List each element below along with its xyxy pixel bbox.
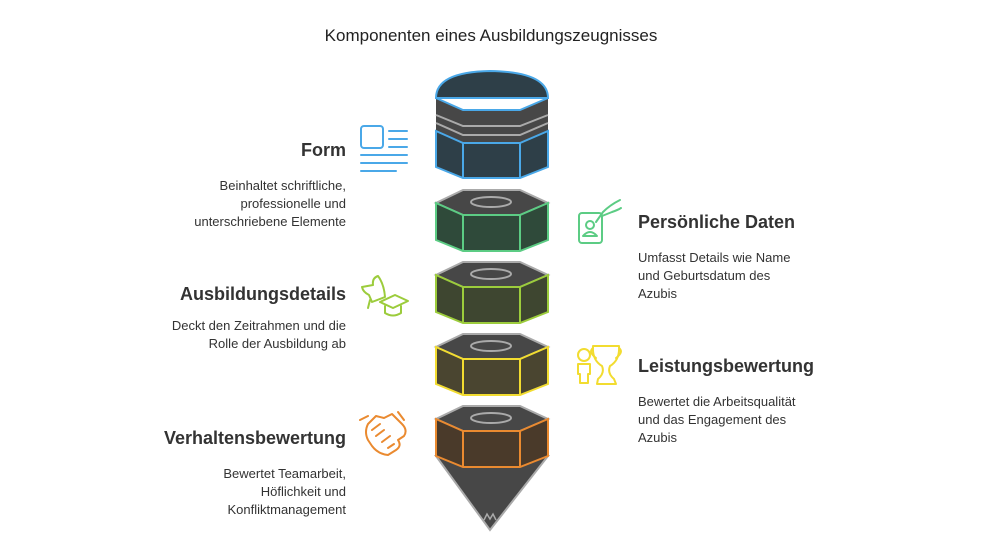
cap-form [434, 69, 550, 179]
handshake-icon [359, 411, 407, 456]
item-heading: Verhaltensbewertung [164, 428, 346, 448]
item-form: Form Beinhaltet schriftliche, profession… [194, 140, 346, 229]
id-card-icon [578, 199, 622, 244]
nut-performance [433, 333, 551, 396]
item-training-details: Ausbildungsdetails Deckt den Zeitrahmen … [172, 284, 346, 351]
item-personal-data: Persönliche Daten Umfasst Details wie Na… [638, 212, 795, 301]
trophy-icon [577, 345, 622, 385]
item-desc-line: Umfasst Details wie Name [638, 250, 790, 265]
nut-behavior [433, 405, 551, 532]
item-desc-line: Konfliktmanagement [227, 502, 346, 517]
document-icon [360, 125, 408, 172]
diagram-title: Komponenten eines Ausbildungszeugnisses [325, 26, 658, 45]
item-desc-line: Bewertet Teamarbeit, [223, 466, 346, 481]
nut-training-details [433, 261, 551, 324]
item-desc-line: Deckt den Zeitrahmen und die [172, 318, 346, 333]
item-desc-line: Bewertet die Arbeitsqualität [638, 394, 796, 409]
item-desc-line: unterschriebene Elemente [194, 214, 346, 229]
item-heading: Leistungsbewertung [638, 356, 814, 376]
item-desc-line: Azubis [638, 286, 678, 301]
item-performance: Leistungsbewertung Bewertet die Arbeitsq… [638, 356, 814, 445]
nut-personal-data [433, 189, 551, 252]
item-desc-line: und Geburtsdatum des [638, 268, 771, 283]
item-heading: Form [301, 140, 346, 160]
item-desc-line: und das Engagement des [638, 412, 787, 427]
graduation-cap-icon [361, 275, 409, 317]
item-desc-line: Höflichkeit und [261, 484, 346, 499]
item-desc-line: professionelle und [240, 196, 346, 211]
item-behavior: Verhaltensbewertung Bewertet Teamarbeit,… [164, 428, 346, 517]
item-heading: Ausbildungsdetails [180, 284, 346, 304]
item-desc-line: Beinhaltet schriftliche, [220, 178, 346, 193]
item-desc-line: Azubis [638, 430, 678, 445]
item-heading: Persönliche Daten [638, 212, 795, 232]
item-desc-line: Rolle der Ausbildung ab [209, 336, 346, 351]
